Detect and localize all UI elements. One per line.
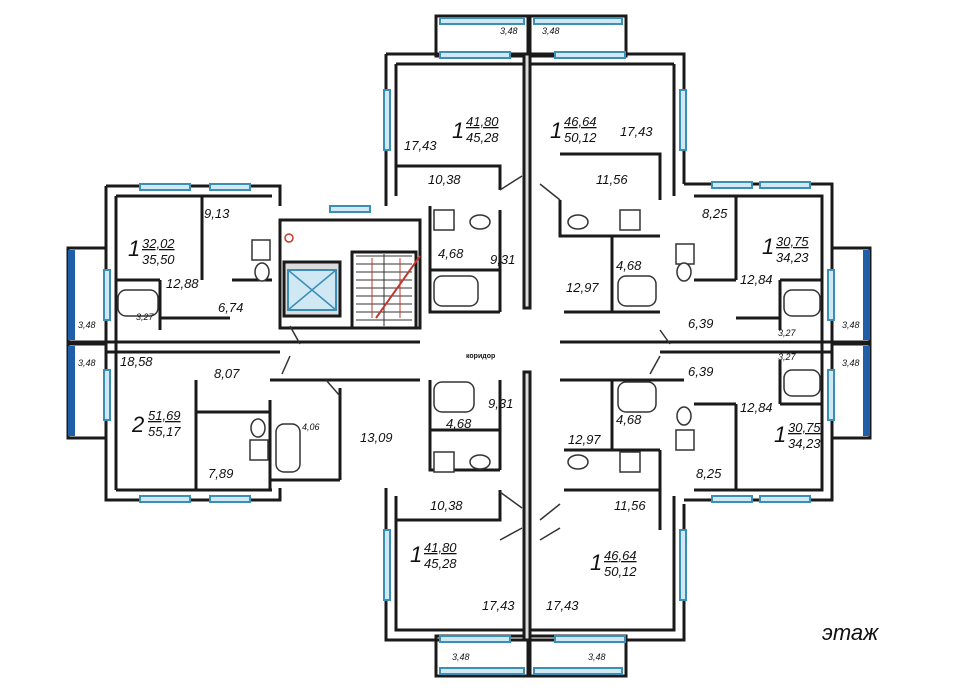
- room-area: 7,89: [208, 466, 233, 481]
- apartment-total-area: 50,12: [564, 130, 597, 145]
- door-swings: [281, 175, 671, 541]
- apartment-left-lower: 2 51,69 55,17: [131, 408, 181, 439]
- apartment-total-area: 35,50: [142, 252, 175, 267]
- apartment-left-upper: 1 32,02 35,50: [128, 236, 175, 267]
- balcony-area-right-lower: 3,48: [842, 358, 860, 368]
- balcony-area-bottom-left: 3,48: [452, 652, 470, 662]
- room-area: 17,43: [546, 598, 579, 613]
- apartment-rooms: 1: [410, 542, 422, 567]
- apartment-right-upper: 1 30,75 34,23: [762, 234, 809, 265]
- apartment-living-area: 32,02: [142, 236, 175, 251]
- elevator-shaft: [287, 269, 337, 311]
- room-area: 10,38: [430, 498, 463, 513]
- apartment-total-area: 45,28: [466, 130, 499, 145]
- room-area: 4,68: [446, 416, 472, 431]
- apartment-total-area: 50,12: [604, 564, 637, 579]
- room-area: 3,27: [778, 352, 797, 362]
- left-balconies: [66, 246, 108, 440]
- room-area: 17,43: [404, 138, 437, 153]
- room-area: 12,84: [740, 272, 773, 287]
- room-area: 4,68: [438, 246, 464, 261]
- room-area: 4,68: [616, 258, 642, 273]
- balcony-area-right-upper: 3,48: [842, 320, 860, 330]
- room-area: 4,68: [616, 412, 642, 427]
- interior-walls: [106, 52, 832, 642]
- room-area: 11,56: [614, 498, 646, 513]
- room-area: 8,07: [214, 366, 240, 381]
- apartment-rooms: 1: [452, 118, 464, 143]
- apartment-total-area: 34,23: [776, 250, 809, 265]
- apartment-rooms: 1: [590, 550, 602, 575]
- room-area: 6,39: [688, 316, 713, 331]
- apartment-rooms: 2: [131, 412, 144, 437]
- room-area: 12,97: [568, 432, 601, 447]
- staircase: [284, 233, 421, 326]
- room-area: 17,43: [620, 124, 653, 139]
- room-area: 9,31: [490, 252, 515, 267]
- balcony-area-bottom-right: 3,48: [588, 652, 606, 662]
- apartment-bottom-left: 1 41,80 45,28: [410, 540, 457, 571]
- balcony-area-top-right: 3,48: [542, 26, 560, 36]
- room-area: 3,27: [136, 312, 155, 322]
- apartment-living-area: 30,75: [788, 420, 821, 435]
- apartment-living-area: 51,69: [148, 408, 181, 423]
- balcony-area-left-upper: 3,48: [78, 320, 96, 330]
- room-area: 12,88: [166, 276, 199, 291]
- room-area: 8,25: [702, 206, 728, 221]
- windows: [103, 51, 835, 643]
- top-balconies: [434, 14, 628, 58]
- apartment-total-area: 34,23: [788, 436, 821, 451]
- room-area: 6,39: [688, 364, 713, 379]
- apartment-living-area: 41,80: [466, 114, 499, 129]
- apartment-rooms: 1: [550, 118, 562, 143]
- apartment-bottom-right: 1 46,64 50,12: [590, 548, 637, 579]
- room-area: 6,74: [218, 300, 243, 315]
- fixtures: [117, 209, 821, 473]
- apartment-rooms: 1: [762, 234, 774, 259]
- apartment-living-area: 41,80: [424, 540, 457, 555]
- room-area: 4,06: [302, 422, 320, 432]
- room-area: 9,31: [488, 396, 513, 411]
- apartment-top-right: 1 46,64 50,12: [550, 114, 597, 145]
- room-area: 18,58: [120, 354, 153, 369]
- apartment-living-area: 46,64: [564, 114, 597, 129]
- room-area: 12,84: [740, 400, 773, 415]
- room-area: 10,38: [428, 172, 461, 187]
- apartment-living-area: 30,75: [776, 234, 809, 249]
- room-area: 9,13: [204, 206, 230, 221]
- room-area: 17,43: [482, 598, 515, 613]
- apartment-rooms: 1: [774, 422, 786, 447]
- corridor-label: коридор: [466, 353, 495, 360]
- floor-label: этаж: [822, 620, 879, 645]
- right-balconies: [830, 246, 872, 440]
- apartment-total-area: 55,17: [148, 424, 181, 439]
- room-area: 13,09: [360, 430, 393, 445]
- room-areas: 17,43 10,38 4,68 9,31 17,43 11,56 4,68 1…: [120, 124, 797, 613]
- room-area: 8,25: [696, 466, 722, 481]
- apartment-living-area: 46,64: [604, 548, 637, 563]
- room-area: 12,97: [566, 280, 599, 295]
- apartment-rooms: 1: [128, 236, 140, 261]
- apartment-right-lower: 1 30,75 34,23: [774, 420, 821, 451]
- apartment-top-left: 1 41,80 45,28: [452, 114, 499, 145]
- balcony-area-top-left: 3,48: [500, 26, 518, 36]
- balcony-area-left-lower: 3,48: [78, 358, 96, 368]
- room-area: 3,27: [778, 328, 797, 338]
- apartment-total-area: 45,28: [424, 556, 457, 571]
- room-area: 11,56: [596, 172, 628, 187]
